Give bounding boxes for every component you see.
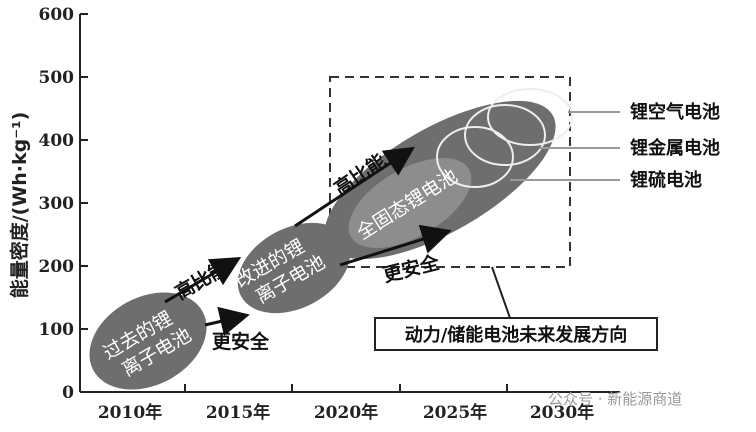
- y-tick-label: 400: [39, 131, 75, 151]
- arrow-safer-1: [204, 306, 250, 337]
- future-direction-label: 动力/储能电池未来发展方向: [405, 324, 628, 346]
- x-tick-label: 2010年: [98, 402, 162, 423]
- y-tick-label: 100: [39, 320, 75, 340]
- arrow-safer-2: [339, 224, 452, 267]
- x-tick-label: 2025年: [423, 402, 487, 423]
- li-metal-circle: [464, 104, 546, 166]
- safer-label-1: 更安全: [212, 330, 270, 353]
- solid-state-inner-ellipse: [348, 158, 472, 248]
- li-sulfur-label: 锂硫电池: [630, 169, 702, 191]
- x-tick-label: 2030年: [530, 402, 594, 423]
- y-axis-label: 能量密度/(Wh·kg⁻¹): [8, 112, 31, 299]
- y-tick-label: 0: [62, 383, 74, 403]
- y-tick-label: 200: [39, 257, 75, 277]
- y-tick-label: 500: [39, 68, 75, 88]
- x-tick-label: 2015年: [206, 402, 270, 423]
- x-axis-ticks: 2010年 2015年 2020年 2025年 2030年: [98, 384, 594, 423]
- li-air-circle: [487, 88, 573, 146]
- higher-energy-label-1: 高比能: [171, 256, 232, 304]
- arrow-higher-energy-1: [164, 256, 242, 304]
- li-air-label: 锂空气电池: [630, 101, 720, 123]
- box-pointer-line: [491, 266, 511, 319]
- safer-label-2: 更安全: [381, 251, 443, 287]
- future-direction-box: [329, 76, 571, 268]
- y-axis-ticks: 600 500 400 300 200 100 0: [39, 5, 88, 403]
- li-metal-label: 锂金属电池: [630, 137, 720, 159]
- future-direction-label-box: [374, 317, 658, 351]
- x-tick-label: 2020年: [314, 402, 378, 423]
- watermark: 公众号 · 新能源商道: [548, 390, 682, 408]
- li-sulfur-circle: [436, 126, 514, 188]
- arrow-higher-energy-2: [294, 146, 416, 228]
- y-tick-label: 600: [39, 5, 75, 25]
- past-li-ion-ellipse: [89, 292, 207, 390]
- improved-li-ion-ellipse: [237, 222, 351, 314]
- y-tick-label: 300: [39, 194, 75, 214]
